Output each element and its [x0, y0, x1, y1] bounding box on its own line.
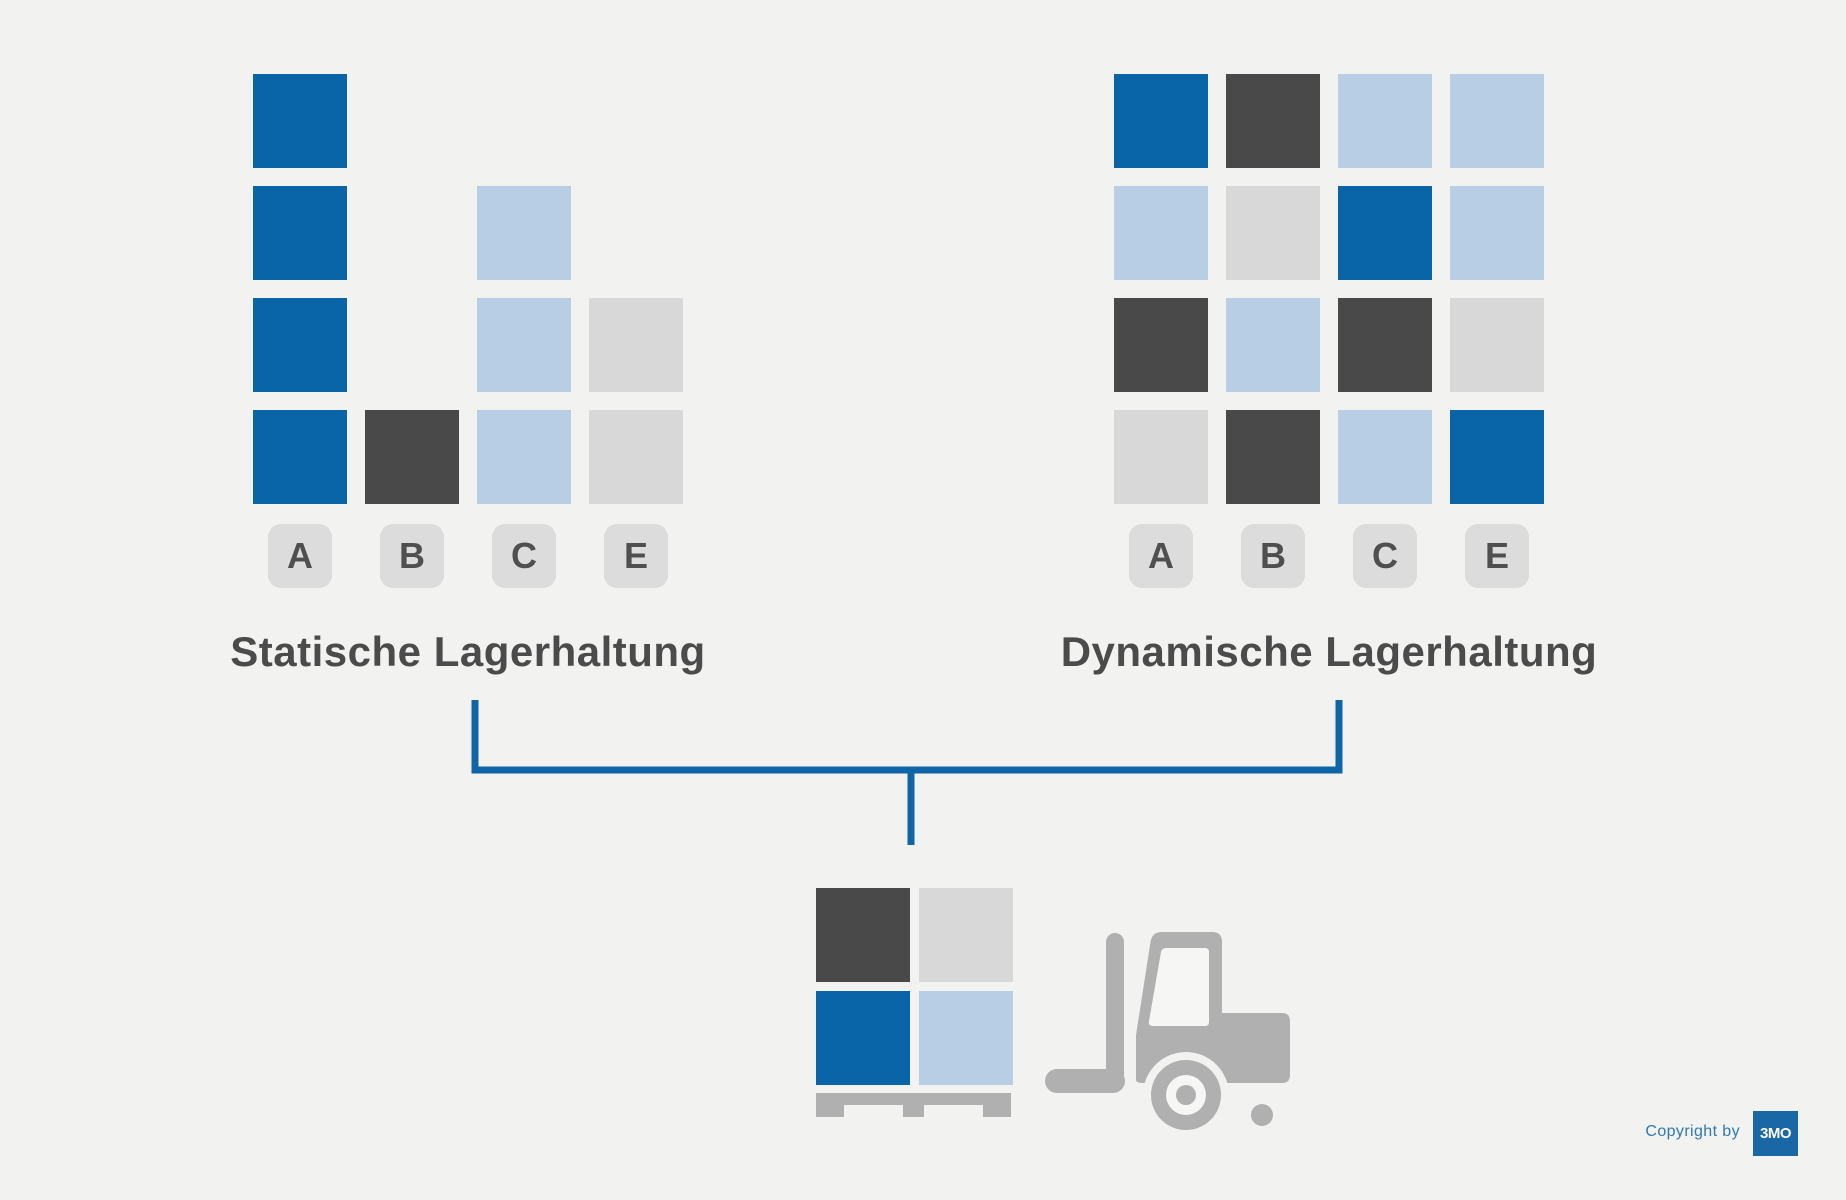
storage-cell-lightgray	[1114, 410, 1208, 504]
storage-cell-lightblue	[1338, 410, 1432, 504]
storage-cell-blue	[253, 74, 347, 168]
storage-cell-dark	[1226, 410, 1320, 504]
logo-3mo: 3MO	[1753, 1111, 1798, 1156]
storage-cell-blue	[253, 186, 347, 280]
forklift-window	[1148, 948, 1209, 1026]
aisle-label-A: A	[268, 524, 332, 588]
storage-cell-lightgray	[589, 298, 683, 392]
copyright-label: Copyright by	[1645, 1123, 1740, 1140]
storage-cell-lightblue	[477, 186, 571, 280]
storage-cell-blue	[1114, 74, 1208, 168]
storage-cell-lightblue	[1226, 298, 1320, 392]
storage-cell-dark	[1114, 298, 1208, 392]
storage-cell-lightblue	[477, 298, 571, 392]
storage-cell-blue	[253, 410, 347, 504]
bracket-connector	[471, 700, 1343, 845]
storage-cell-dark	[1226, 74, 1320, 168]
storage-cell-blue	[816, 991, 910, 1085]
storage-cell-dark	[365, 410, 459, 504]
storage-cell-lightblue	[1338, 74, 1432, 168]
storage-cell-dark	[816, 888, 910, 982]
pallet-load-grid	[816, 888, 1013, 1085]
aisle-label-C: C	[492, 524, 556, 588]
storage-cell-lightblue	[919, 991, 1013, 1085]
pallet-icon	[816, 1093, 1011, 1117]
storage-cell-blue	[1338, 186, 1432, 280]
dynamic-storage-grid	[1114, 74, 1544, 504]
dynamic-storage-title: Dynamische Lagerhaltung	[1060, 628, 1598, 675]
aisle-label-B: B	[380, 524, 444, 588]
aisle-label-C: C	[1353, 524, 1417, 588]
storage-cell-lightgray	[919, 888, 1013, 982]
aisle-label-A: A	[1129, 524, 1193, 588]
rear-wheel	[1251, 1104, 1273, 1126]
storage-cell-lightblue	[477, 410, 571, 504]
storage-cell-lightgray	[589, 410, 683, 504]
storage-cell-lightblue	[1450, 74, 1544, 168]
storage-cell-lightblue	[1450, 186, 1544, 280]
storage-cell-dark	[1338, 298, 1432, 392]
aisle-label-E: E	[1465, 524, 1529, 588]
static-storage-title: Statische Lagerhaltung	[230, 628, 706, 675]
storage-cell-blue	[253, 298, 347, 392]
aisle-label-E: E	[604, 524, 668, 588]
storage-cell-lightgray	[1450, 298, 1544, 392]
aisle-label-B: B	[1241, 524, 1305, 588]
storage-cell-lightgray	[1226, 186, 1320, 280]
static-storage-grid	[253, 74, 683, 504]
storage-cell-lightblue	[1114, 186, 1208, 280]
forklift-icon	[1045, 932, 1290, 1138]
storage-cell-blue	[1450, 410, 1544, 504]
